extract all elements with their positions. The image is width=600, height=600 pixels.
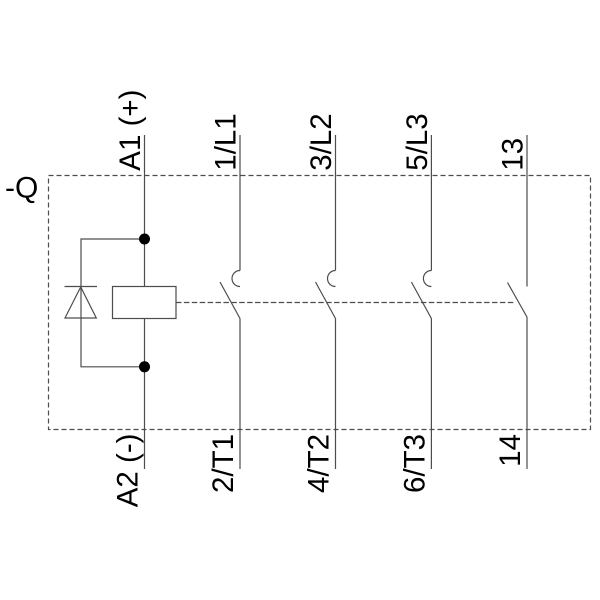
svg-text:A2 (-): A2 (-) xyxy=(112,434,145,508)
svg-text:-Q: -Q xyxy=(5,172,38,205)
svg-text:3/L2: 3/L2 xyxy=(305,113,338,170)
svg-text:4/T2: 4/T2 xyxy=(303,434,336,493)
svg-text:13: 13 xyxy=(497,138,530,171)
svg-text:5/L3: 5/L3 xyxy=(401,113,434,170)
svg-text:14: 14 xyxy=(494,434,527,467)
svg-text:A1 (+): A1 (+) xyxy=(114,90,147,171)
svg-text:1/L1: 1/L1 xyxy=(210,113,243,170)
svg-text:2/T1: 2/T1 xyxy=(207,434,240,493)
svg-text:6/T3: 6/T3 xyxy=(398,434,431,493)
